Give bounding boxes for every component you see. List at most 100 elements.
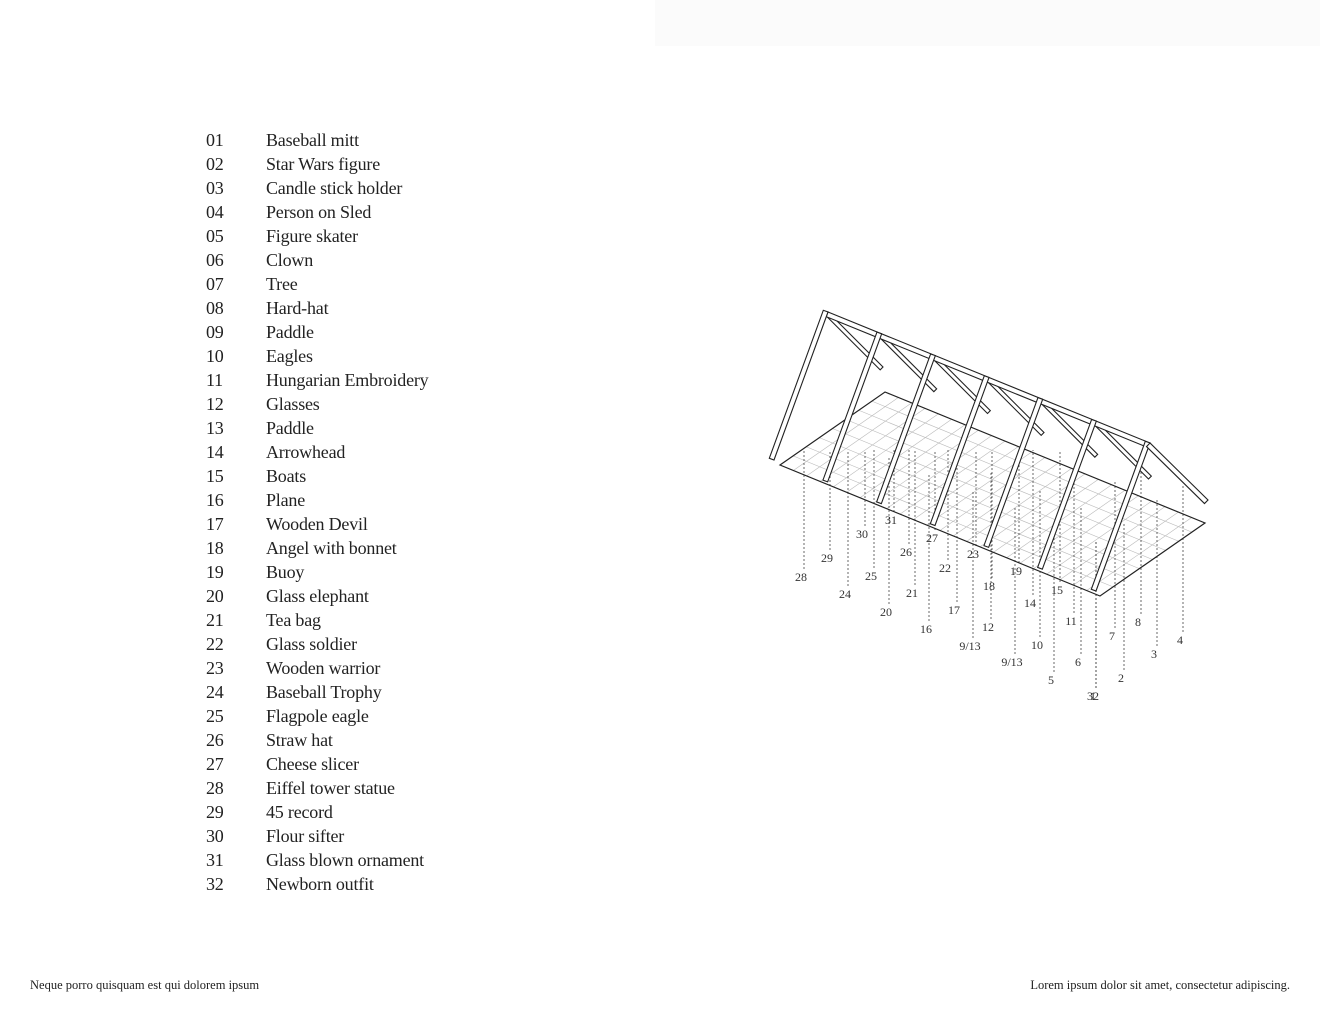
callout-label: 8 <box>1135 615 1141 629</box>
item-label: Buoy <box>266 562 305 582</box>
front-rafter <box>822 331 883 483</box>
callout-labels: 123456789/139/13101112141516171819202122… <box>795 513 1183 703</box>
item-number: 06 <box>206 250 224 270</box>
grid-line <box>819 437 1140 569</box>
item-label: Paddle <box>266 322 314 342</box>
item-label: Eagles <box>266 346 313 366</box>
item-number: 13 <box>206 418 224 438</box>
isometric-frame-diagram: 123456789/139/13101112141516171819202122… <box>768 309 1209 703</box>
callout-label: 29 <box>821 551 833 565</box>
item-label: Baseball Trophy <box>266 682 382 702</box>
item-label: Boats <box>266 466 307 486</box>
list-item: 09 Paddle <box>206 320 428 344</box>
list-item: 10 Eagles <box>206 344 428 368</box>
item-label: Newborn outfit <box>266 874 374 894</box>
item-label: Flagpole eagle <box>266 706 369 726</box>
item-label: Hungarian Embroidery <box>266 370 429 390</box>
item-number: 18 <box>206 538 224 558</box>
item-label: Star Wars figure <box>266 154 380 174</box>
item-number: 25 <box>206 706 224 726</box>
list-item: 07 Tree <box>206 272 428 296</box>
item-number: 10 <box>206 346 224 366</box>
item-label: Glasses <box>266 394 320 414</box>
item-number: 09 <box>206 322 224 342</box>
item-label: Tree <box>266 274 298 294</box>
callout-label: 9/13 <box>1001 655 1022 669</box>
item-number: 11 <box>206 370 223 390</box>
list-item: 25 Flagpole eagle <box>206 704 428 728</box>
callout-label: 32 <box>1087 689 1099 703</box>
item-label: Cheese slicer <box>266 754 359 774</box>
front-rafter <box>1090 440 1151 592</box>
item-label: Straw hat <box>266 730 333 750</box>
item-label: Figure skater <box>266 226 358 246</box>
item-label: Plane <box>266 490 305 510</box>
item-number: 27 <box>206 754 224 774</box>
item-number: 29 <box>206 802 224 822</box>
callout-label: 20 <box>880 605 892 619</box>
grid-line <box>858 409 1179 542</box>
item-label: Eiffel tower statue <box>266 778 395 798</box>
callout-label: 28 <box>795 570 807 584</box>
item-label: Clown <box>266 250 314 270</box>
callout-label: 23 <box>967 547 979 561</box>
item-label: Glass blown ornament <box>266 850 424 870</box>
item-number: 16 <box>206 490 224 510</box>
item-label: Arrowhead <box>266 442 346 462</box>
callout-label: 27 <box>926 531 938 545</box>
callout-label: 19 <box>1010 564 1022 578</box>
callout-label: 15 <box>1051 583 1063 597</box>
item-number: 30 <box>206 826 224 846</box>
item-number: 26 <box>206 730 224 750</box>
front-rafter <box>875 353 937 505</box>
front-rafter <box>768 309 829 461</box>
frame-structure <box>768 309 1209 592</box>
item-label: Wooden warrior <box>266 658 381 678</box>
callout-label: 18 <box>983 579 995 593</box>
callout-label: 11 <box>1065 614 1077 628</box>
list-item: 06 Clown <box>206 248 428 272</box>
leader-lines <box>803 450 1184 688</box>
item-number: 32 <box>206 874 224 894</box>
item-label: Glass elephant <box>266 586 369 606</box>
grid-line <box>832 428 1153 560</box>
item-number: 15 <box>206 466 224 486</box>
item-number: 17 <box>206 514 224 534</box>
callout-label: 14 <box>1024 596 1036 610</box>
list-item: 21 Tea bag <box>206 608 428 632</box>
item-label: Person on Sled <box>266 202 372 222</box>
item-number: 07 <box>206 274 224 294</box>
front-rafter <box>983 396 1044 549</box>
item-label: Tea bag <box>266 610 321 630</box>
item-label: Angel with bonnet <box>266 538 397 558</box>
item-label: Glass soldier <box>266 634 357 654</box>
callout-label: 1 <box>1090 689 1096 703</box>
item-number: 21 <box>206 610 224 630</box>
callout-label: 22 <box>939 561 951 575</box>
item-number: 08 <box>206 298 224 318</box>
item-number: 31 <box>206 850 224 870</box>
list-item: 11 Hungarian Embroidery <box>206 368 429 392</box>
callout-label: 6 <box>1075 655 1081 669</box>
callout-label: 30 <box>856 527 868 541</box>
front-rafter <box>929 375 990 527</box>
list-item: 32 Newborn outfit <box>206 872 428 896</box>
front-rafter <box>1036 418 1098 570</box>
item-label: Candle stick holder <box>266 178 403 198</box>
callout-label: 31 <box>885 513 897 527</box>
footer-left-text: Neque porro quisquam est qui dolorem ips… <box>30 978 260 992</box>
list-item: 16 Plane <box>206 488 428 512</box>
callout-label: 12 <box>982 620 994 634</box>
callout-label: 5 <box>1048 673 1054 687</box>
